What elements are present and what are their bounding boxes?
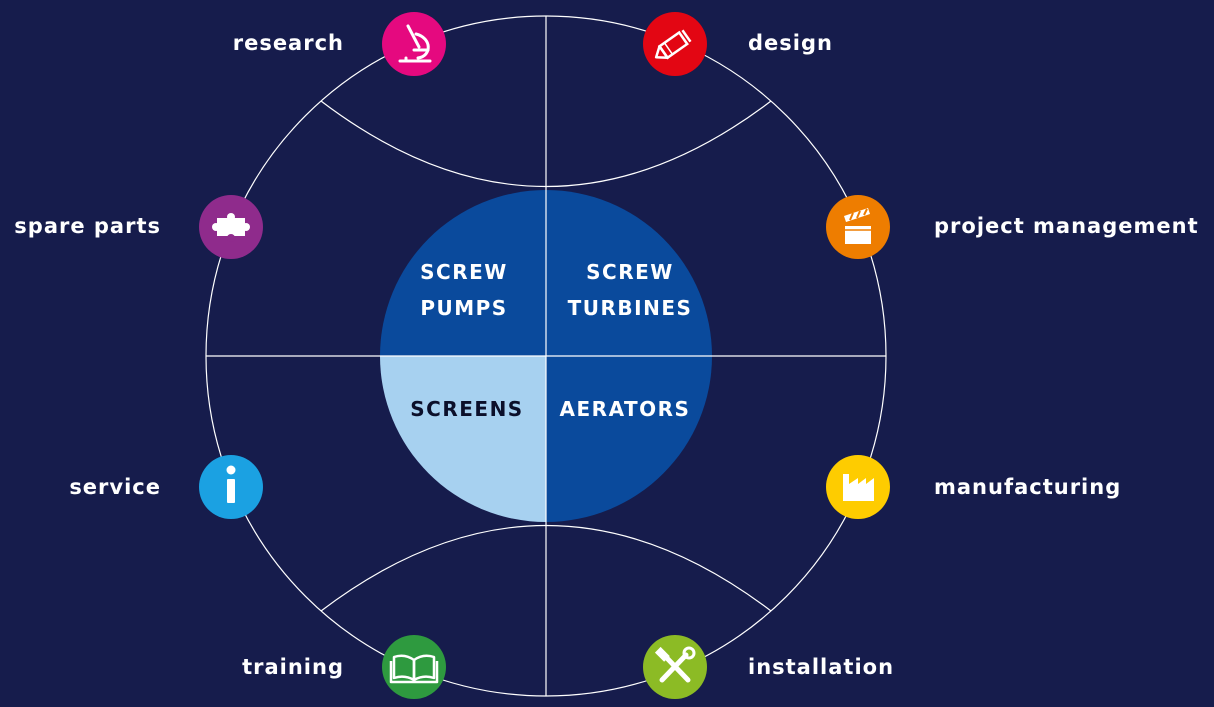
training-node <box>382 635 446 699</box>
core-circle: SCREW PUMPS SCREW TURBINES SCREENS AERAT… <box>380 190 712 522</box>
design-node <box>643 12 707 76</box>
spare-parts-label: spare parts <box>14 214 161 238</box>
screw-pumps-quadrant <box>380 190 546 356</box>
service-node <box>199 455 263 519</box>
aerators-label: AERATORS <box>560 397 691 421</box>
screw-turbines-quadrant <box>546 190 712 356</box>
research-label: research <box>232 31 344 55</box>
clapperboard-icon <box>844 208 871 244</box>
manufacturing-node <box>826 455 890 519</box>
project-management-label: project management <box>934 214 1199 238</box>
design-label: design <box>748 31 833 55</box>
installation-label: installation <box>748 655 895 679</box>
puzzle-icon <box>212 213 250 242</box>
training-label: training <box>242 655 344 679</box>
screw-pumps-label-line1: SCREW <box>420 260 508 284</box>
book-icon <box>389 654 439 684</box>
spare-parts-node <box>199 195 263 259</box>
installation-node <box>643 635 707 699</box>
screw-turbines-label-line2: TURBINES <box>568 296 693 320</box>
microscope-icon <box>398 24 432 63</box>
service-label: service <box>69 475 161 499</box>
aerators-quadrant <box>546 356 712 522</box>
project-management-node <box>826 195 890 259</box>
screw-turbines-label-line1: SCREW <box>586 260 674 284</box>
top-arc <box>320 100 772 187</box>
info-icon <box>226 465 236 503</box>
bottom-arc <box>320 525 772 612</box>
outer-ring <box>205 15 887 697</box>
screens-quadrant <box>380 356 546 522</box>
tools-icon <box>654 646 696 683</box>
screw-pumps-label-line2: PUMPS <box>420 296 507 320</box>
research-node <box>382 12 446 76</box>
factory-icon <box>843 474 874 501</box>
pencil-icon <box>654 29 692 60</box>
manufacturing-label: manufacturing <box>934 475 1122 499</box>
screens-label: SCREENS <box>410 397 523 421</box>
